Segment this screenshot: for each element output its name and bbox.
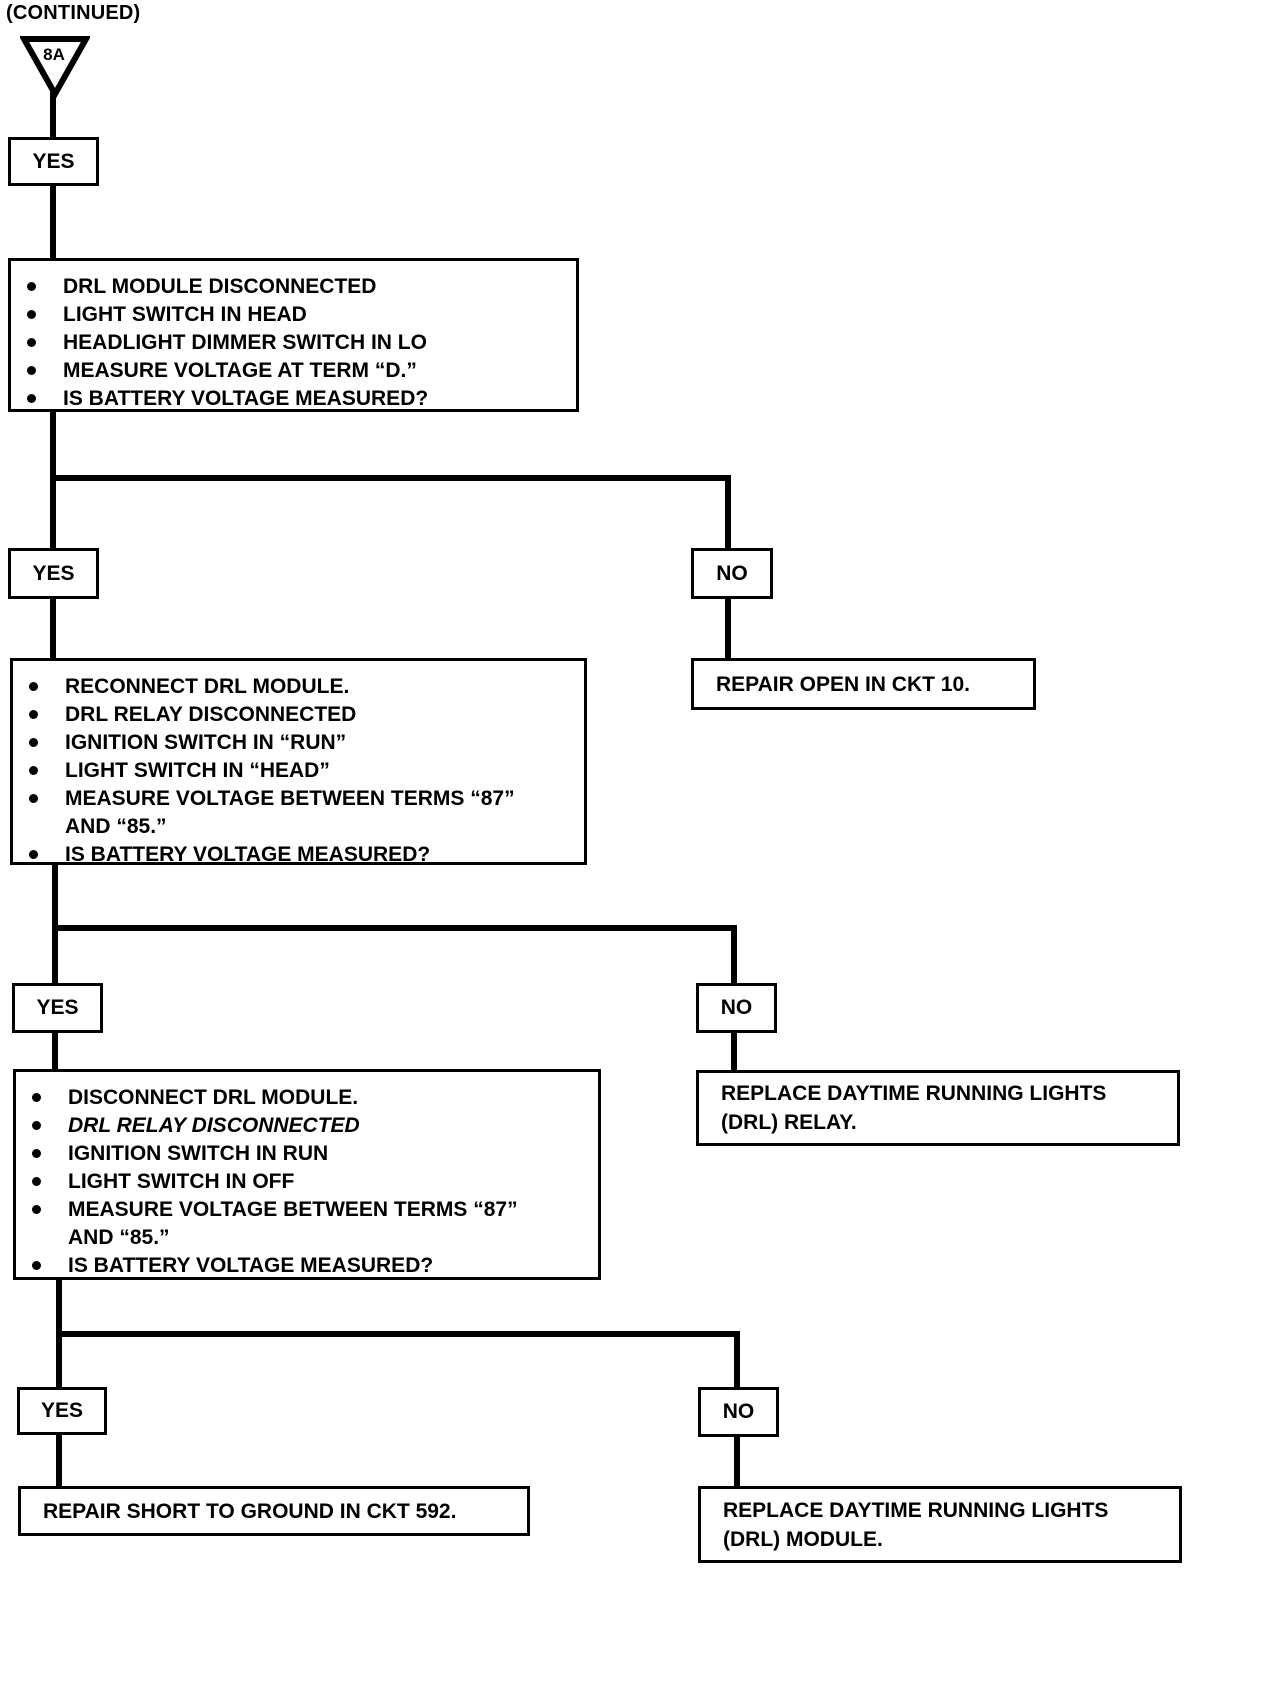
yes-label-1: YES [8,137,99,186]
yes-label-2: YES [8,548,99,599]
step-item: IGNITION SWITCH IN RUN [16,1140,598,1168]
connector-label: 8A [43,45,65,64]
action-repair-short: REPAIR SHORT TO GROUND IN CKT 592. [18,1486,530,1536]
wire-no-1b [725,599,731,659]
step-item: LIGHT SWITCH IN OFF [16,1168,598,1196]
step-item: LIGHT SWITCH IN HEAD [11,301,576,329]
no-label-3: NO [696,983,777,1033]
wire-no-2 [731,925,737,983]
wire-trunk-4 [50,599,56,660]
connector-triangle: 8A [20,36,90,98]
no-label-4: NO [698,1387,779,1437]
wire-trunk-5 [52,865,58,983]
step-list-1: DRL MODULE DISCONNECTED LIGHT SWITCH IN … [11,273,576,413]
step-item: DISCONNECT DRL MODULE. [16,1084,598,1112]
wire-trunk-2 [50,186,56,260]
wire-no-3 [734,1331,740,1388]
step-box-1: DRL MODULE DISCONNECTED LIGHT SWITCH IN … [8,258,579,412]
step-list-2: RECONNECT DRL MODULE. DRL RELAY DISCONNE… [13,673,584,869]
wire-trunk-6 [52,1033,58,1070]
step-box-3: DISCONNECT DRL MODULE. DRL RELAY DISCONN… [13,1069,601,1280]
yes-label-4: YES [17,1387,107,1435]
step-item: HEADLIGHT DIMMER SWITCH IN LO [11,329,576,357]
action-replace-relay: REPLACE DAYTIME RUNNING LIGHTS (DRL) REL… [696,1070,1180,1146]
wire-branch-3 [56,1331,740,1337]
wire-yes-4b [56,1433,62,1487]
step-item: DRL RELAY DISCONNECTED [13,701,584,729]
step-item: MEASURE VOLTAGE BETWEEN TERMS “87” AND “… [13,785,584,841]
step-item: IGNITION SWITCH IN “RUN” [13,729,584,757]
wire-trunk-1 [50,92,56,138]
action-repair-open: REPAIR OPEN IN CKT 10. [691,658,1036,710]
wire-no-3b [734,1436,740,1487]
step-item: RECONNECT DRL MODULE. [13,673,584,701]
step-item: IS BATTERY VOLTAGE MEASURED? [13,841,584,869]
step-item: DRL MODULE DISCONNECTED [11,273,576,301]
step-item: IS BATTERY VOLTAGE MEASURED? [16,1252,598,1280]
wire-branch-1 [50,475,731,481]
step-item: DRL RELAY DISCONNECTED [16,1112,598,1140]
step-item: MEASURE VOLTAGE BETWEEN TERMS “87” AND “… [16,1196,598,1252]
yes-label-3: YES [12,983,103,1033]
wire-no-2b [731,1033,737,1071]
step-item: MEASURE VOLTAGE AT TERM “D.” [11,357,576,385]
step-list-3: DISCONNECT DRL MODULE. DRL RELAY DISCONN… [16,1084,598,1280]
continued-label: (CONTINUED) [6,2,141,24]
action-replace-module: REPLACE DAYTIME RUNNING LIGHTS (DRL) MOD… [698,1486,1182,1563]
wire-branch-2 [52,925,737,931]
step-box-2: RECONNECT DRL MODULE. DRL RELAY DISCONNE… [10,658,587,866]
wire-no-1 [725,475,731,548]
step-item: LIGHT SWITCH IN “HEAD” [13,757,584,785]
no-label-2: NO [691,548,773,599]
step-item: IS BATTERY VOLTAGE MEASURED? [11,385,576,413]
